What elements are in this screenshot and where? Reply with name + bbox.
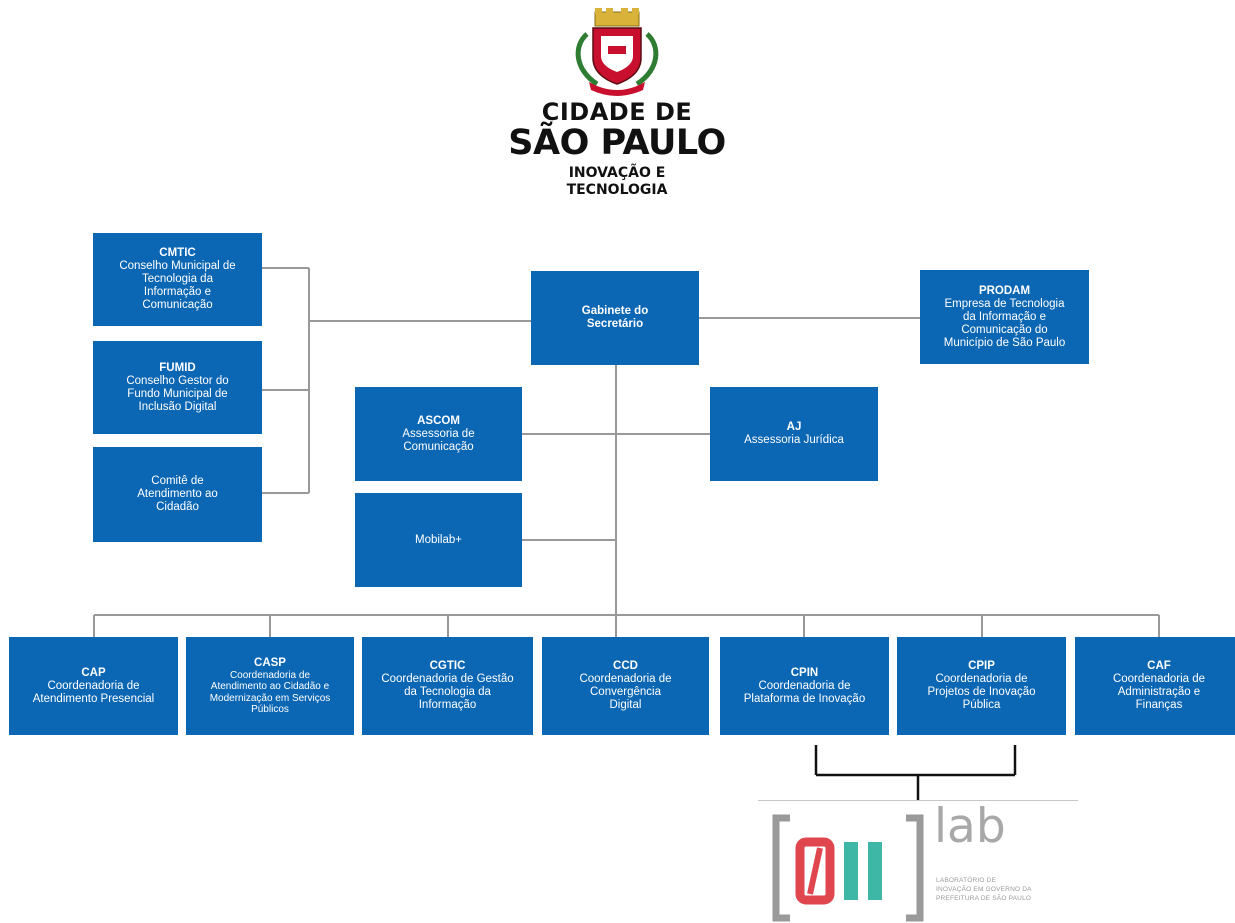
org-box-comite-atendimento[interactable]: Comitê de Atendimento ao Cidadão [93,447,262,542]
org-box-title: CAF [1147,660,1171,672]
org-box-prodam[interactable]: PRODAM Empresa de Tecnologia da Informaç… [920,270,1089,364]
org-box-aj[interactable]: AJ Assessoria Jurídica [710,387,878,481]
lab011-word: lab [934,799,1006,854]
org-box-title: FUMID [159,361,196,374]
lab011-mark-icon [772,814,924,922]
org-box-desc: Coordenadoria de Administração e Finança… [1112,673,1206,711]
org-box-ccd[interactable]: CCD Coordenadoria de Convergência Digita… [542,637,709,735]
org-box-desc: Comitê de Atendimento ao Cidadão [137,475,218,513]
org-box-fumid[interactable]: FUMID Conselho Gestor do Fundo Municipal… [93,341,262,434]
org-box-desc: Conselho Municipal de Tecnologia da Info… [119,260,236,311]
logo-line-cidade: CIDADE DE [541,98,693,126]
org-box-cap[interactable]: CAP Coordenadoria de Atendimento Presenc… [9,637,178,735]
org-box-cpin[interactable]: CPIN Coordenadoria de Plataforma de Inov… [720,637,889,735]
org-box-title: AJ [786,421,802,433]
org-box-desc: Empresa de Tecnologia da Informação e Co… [943,297,1066,349]
org-box-desc: Coordenadoria de Projetos de Inovação Pú… [927,673,1036,711]
org-box-caf[interactable]: CAF Coordenadoria de Administração e Fin… [1075,637,1235,735]
org-box-desc: Mobilab+ [415,533,462,546]
lab011-description: LABORATÓRIO DE INOVAÇÃO EM GOVERNO DA PR… [936,877,1032,902]
org-box-title: CGTIC [429,660,466,672]
org-box-gabinete[interactable]: Gabinete do Secretário [531,271,699,365]
lab-bracket [814,745,1017,800]
org-box-title: CMTIC [159,247,196,259]
lab-divider [758,800,1078,801]
org-box-desc: Assessoria Jurídica [744,434,844,446]
org-box-title: CAP [81,666,106,679]
org-box-desc: Coordenadoria de Plataforma de Inovação [743,679,866,705]
org-box-cgtic[interactable]: CGTIC Coordenadoria de Gestão da Tecnolo… [362,637,533,735]
org-box-title: PRODAM [978,284,1031,297]
org-box-title: CPIP [968,660,995,672]
lab011-logo: lab LABORATÓRIO DE INOVAÇÃO EM GOVERNO D… [758,800,1088,923]
org-box-cmtic[interactable]: CMTIC Conselho Municipal de Tecnologia d… [93,233,262,326]
org-box-desc: Assessoria de Comunicação [402,427,475,453]
org-box-ascom[interactable]: ASCOM Assessoria de Comunicação [355,387,522,481]
org-box-desc: Coordenadoria de Atendimento ao Cidadão … [209,669,331,716]
city-logo: CIDADE DE SÃO PAULO INOVAÇÃO E TECNOLOGI… [460,6,774,202]
org-box-title: CCD [613,660,638,672]
org-box-title: CPIN [790,666,819,679]
org-box-cpip[interactable]: CPIP Coordenadoria de Projetos de Inovaç… [897,637,1066,735]
city-crest-icon [575,8,659,96]
org-box-title: CASP [254,656,286,669]
org-box-desc: Coordenadoria de Gestão da Tecnologia da… [381,673,514,711]
org-box-title: ASCOM [417,414,460,427]
logo-line-secretaria: INOVAÇÃO E TECNOLOGIA [566,165,668,198]
org-box-title: Gabinete do Secretário [581,305,649,330]
org-box-mobilab[interactable]: Mobilab+ [355,493,522,587]
org-box-desc: Conselho Gestor do Fundo Municipal de In… [126,374,229,413]
org-box-desc: Coordenadoria de Atendimento Presencial [32,679,155,705]
org-box-desc: Coordenadoria de Convergência Digital [579,673,672,711]
logo-line-sao-paulo: SÃO PAULO [508,123,726,163]
org-box-casp[interactable]: CASP Coordenadoria de Atendimento ao Cid… [186,637,354,735]
